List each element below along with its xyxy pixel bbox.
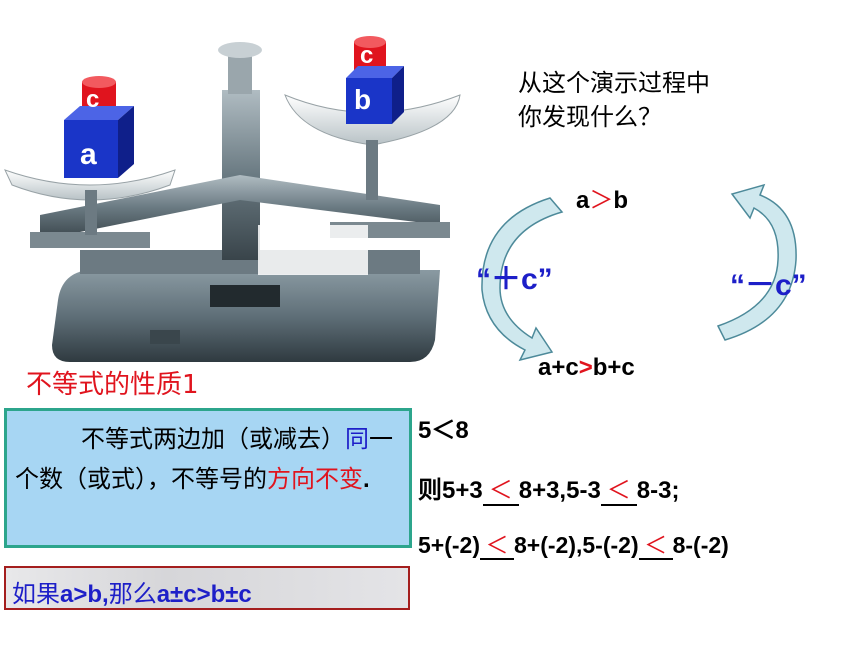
rule-part-2: 一个数（或式），不等号的 (15, 425, 393, 493)
cycle-top-op: ＞ (589, 187, 614, 214)
example-3-mid: 8+(-2),5-(-2) (514, 532, 639, 558)
rule-highlight-same: 同 (345, 425, 369, 453)
question-text: 从这个演示过程中 你发现什么？ (518, 66, 710, 134)
example-2-pre: 则5+3 (418, 477, 483, 504)
conclusion-if: 如果 (12, 580, 60, 608)
example-line-1: 5＜8 (418, 417, 469, 444)
left-cylinder-label: c (86, 86, 100, 113)
cycle-top-inequality: a＞b (576, 180, 628, 215)
rule-box: 不等式两边加（或减去）同一个数（或式），不等号的方向不变. (4, 408, 412, 548)
cycle-top-a: a (576, 187, 590, 214)
cycle-arrows (481, 183, 797, 362)
conclusion-premise: a>b, (60, 581, 109, 608)
cycle-left-label: “＋c” (476, 263, 553, 296)
example-3-post: 8-(-2) (672, 532, 729, 558)
example-2-blank-1: ＜ (482, 478, 519, 506)
example-3-pre: 5+(-2) (418, 532, 480, 558)
right-cube-label: b (354, 84, 372, 115)
left-weight-stack (64, 76, 134, 178)
cycle-right-label: “－c” (730, 269, 807, 302)
rule-highlight-direction: 方向不变 (267, 465, 363, 493)
cycle-top-b: b (613, 187, 629, 214)
section-title: 不等式的性质1 (26, 364, 199, 401)
conclusion-result: a±c>b±c (156, 581, 252, 608)
cycle-bottom-inequality: a+c>b+c (538, 354, 635, 382)
conclusion-text: 如果a>b,那么a±c>b±c (12, 574, 252, 609)
rule-part-1: 不等式两边加（或减去） (81, 425, 345, 453)
example-2-blank-2: ＜ (600, 478, 637, 506)
conclusion-then: 那么 (108, 580, 157, 608)
cycle-bottom-b: b+c (592, 354, 635, 381)
right-cylinder-label: c (360, 42, 374, 69)
left-cube-label: a (80, 138, 97, 171)
example-3-blank-2: ＜ (638, 532, 673, 560)
cycle-bottom-op: > (578, 354, 593, 381)
section-title-text: 不等式的性质1 (26, 370, 199, 400)
cycle-bottom-a: a+c (538, 354, 579, 381)
conclusion-box: 如果a>b,那么a±c>b±c (4, 566, 410, 610)
rule-end: . (363, 466, 370, 493)
example-line-2: 则5+3＜8+3,5-3＜8-3; (418, 470, 679, 506)
rule-text: 不等式两边加（或减去）同一个数（或式），不等号的方向不变. (15, 419, 405, 500)
example-line-3: 5+(-2)＜8+(-2),5-(-2)＜8-(-2) (418, 532, 729, 560)
example-2-mid: 8+3,5-3 (518, 477, 601, 504)
question-line-2: 你发现什么？ (518, 103, 662, 131)
example-2-post: 8-3; (636, 477, 680, 504)
right-weight-stack (346, 36, 404, 124)
example-3-blank-1: ＜ (480, 532, 514, 560)
question-line-1: 从这个演示过程中 (518, 69, 710, 97)
